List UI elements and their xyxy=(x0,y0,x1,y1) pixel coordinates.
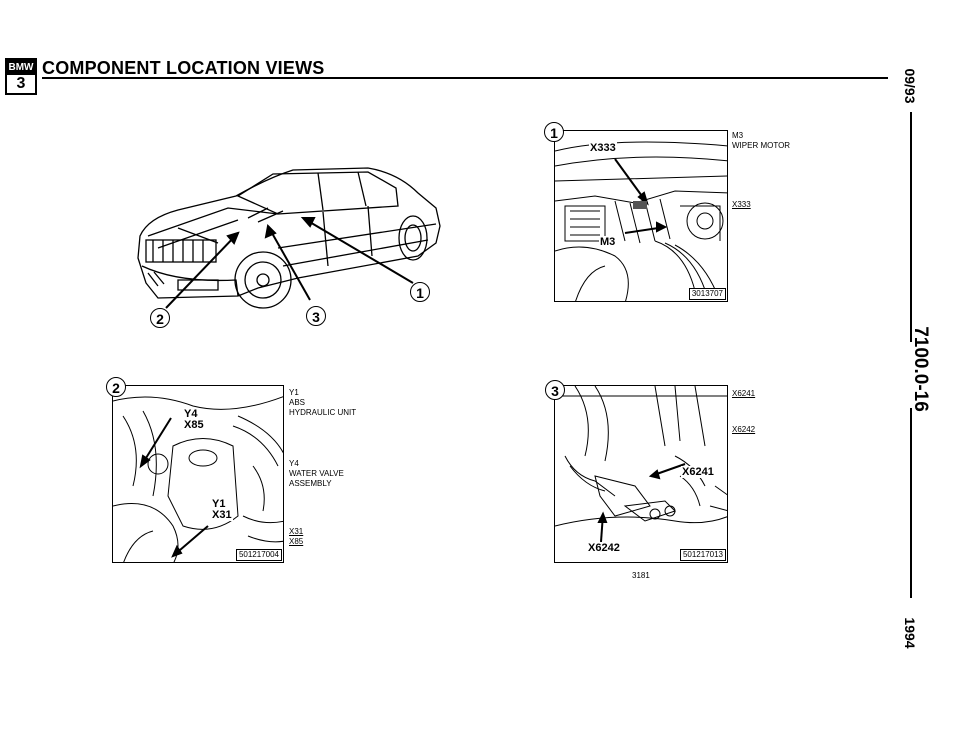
side-rule-bottom xyxy=(910,408,912,598)
view-1-legend-m3-code: M3 xyxy=(732,131,744,140)
view-2-figure-code: 501217004 xyxy=(235,549,282,561)
view-3-engine-bay-drawing xyxy=(555,386,727,543)
view-1-legend-x333-code: X333 xyxy=(732,200,751,209)
view-1-callout-m3: M3 xyxy=(599,236,617,248)
view-2-photo: Y4 X85 Y1 X31 501217004 xyxy=(112,385,284,563)
view-2-number: 2 xyxy=(106,377,126,397)
view-3-number: 3 xyxy=(545,380,565,400)
page-title: COMPONENT LOCATION VIEWS xyxy=(42,58,325,78)
view-2-legend-y4-desc2: ASSEMBLY xyxy=(289,479,332,488)
view-2-legend-y1-code: Y1 xyxy=(289,388,299,397)
view-2-legend-y1-desc2: HYDRAULIC UNIT xyxy=(289,408,357,417)
view-1-legend-m3-desc: WIPER MOTOR xyxy=(732,141,791,150)
view-3-photo: X6241 X6242 501217013 xyxy=(554,385,728,563)
view-1-photo: X333 M3 3013707 xyxy=(554,130,728,302)
view-2-legend-y4-desc1: WATER VALVE xyxy=(289,469,344,478)
view-3-callout-x6241: X6241 xyxy=(681,466,715,478)
view-2-callout-y4: Y4 xyxy=(183,408,199,420)
view-2-legend-x85: X85 xyxy=(289,537,304,546)
logo-series: 3 xyxy=(16,75,26,92)
view-3-figure-code: 501217013 xyxy=(679,549,726,561)
side-rule-top xyxy=(910,112,912,342)
footer-number: 3181 xyxy=(632,571,650,580)
car-overview-illustration xyxy=(118,148,448,333)
view-2-engine-bay-drawing xyxy=(113,396,283,562)
car-drawing xyxy=(137,167,441,309)
side-year: 1994 xyxy=(902,617,918,649)
view-1-figure-code: 3013707 xyxy=(688,288,726,300)
view-2-legend-y1-desc1: ABS xyxy=(289,398,306,407)
overview-callout-1: 1 xyxy=(410,282,430,302)
view-2-callout-x31: X31 xyxy=(211,509,233,521)
view-3-callout-x6242: X6242 xyxy=(587,542,621,554)
bmw-logo: BMW 3 xyxy=(5,58,37,95)
view-2-callout-y1: Y1 xyxy=(211,498,227,510)
title-rule xyxy=(42,77,888,79)
view-2-legend-x31: X31 xyxy=(289,527,304,536)
view-3-legend-x6241: X6241 xyxy=(732,389,756,398)
view-1-callout-x333: X333 xyxy=(589,142,617,154)
side-reference: 7100.0-16 xyxy=(910,326,931,412)
view-1-engine-bay-drawing xyxy=(555,141,727,301)
overview-callout-2: 2 xyxy=(150,308,170,328)
view-1-number: 1 xyxy=(544,122,564,142)
view-3-legend-x6242: X6242 xyxy=(732,425,756,434)
overview-callout-3: 3 xyxy=(306,306,326,326)
side-date: 09/93 xyxy=(902,68,918,104)
logo-brand: BMW xyxy=(7,60,35,75)
view-2-legend-y4-code: Y4 xyxy=(289,459,299,468)
view-2-callout-x85: X85 xyxy=(183,419,205,431)
